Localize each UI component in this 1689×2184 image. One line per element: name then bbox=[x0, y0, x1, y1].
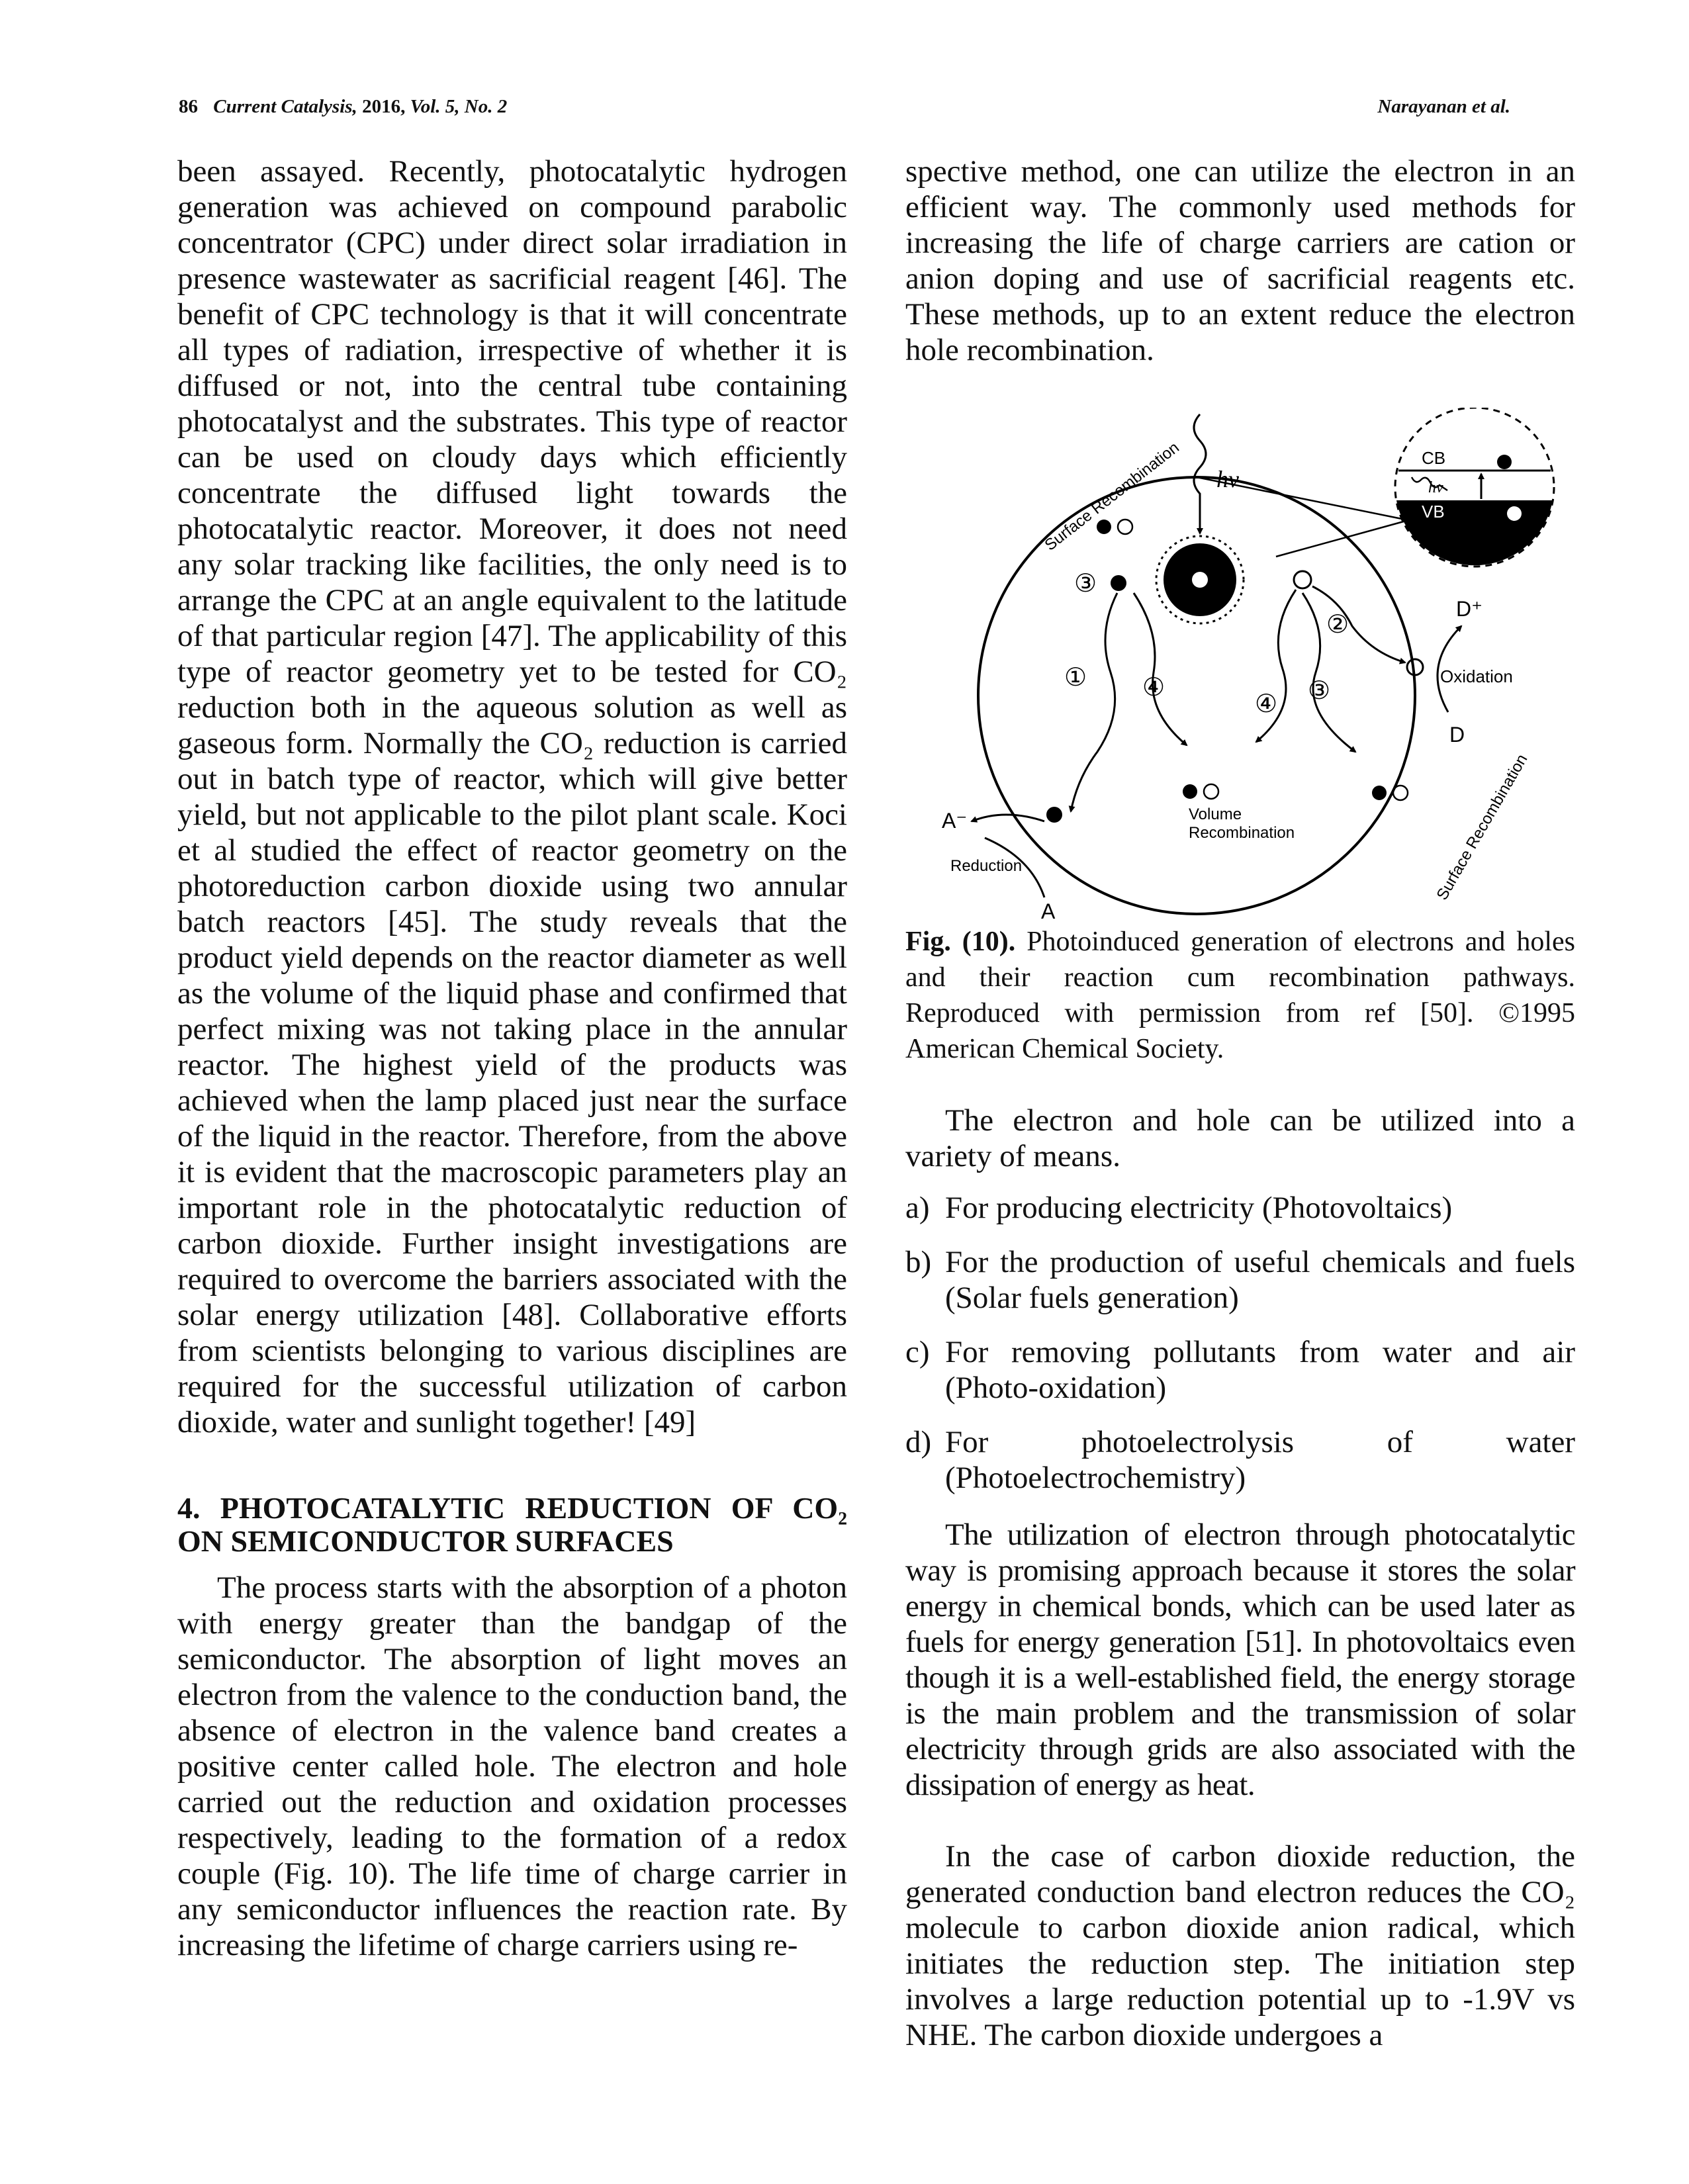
d-plus-label: D⁺ bbox=[1456, 597, 1483, 621]
vb-label: VB bbox=[1422, 502, 1445, 522]
journal-year: 2016, bbox=[362, 96, 406, 117]
list-text: For the production of useful chemicals a… bbox=[945, 1245, 1575, 1315]
figure-10: CB VB hv hv Surface Recombination ③ bbox=[905, 408, 1575, 924]
path-3-right: ③ bbox=[1308, 677, 1330, 705]
path-1: ① bbox=[1064, 664, 1087, 692]
paragraph: The process starts with the absorption o… bbox=[177, 1570, 847, 1962]
path-3-left: ③ bbox=[1074, 570, 1097, 598]
left-column: been assayed. Recently, photocatalytic h… bbox=[177, 154, 847, 1963]
cb-label: CB bbox=[1422, 448, 1445, 468]
oxidation-label: Oxidation bbox=[1440, 666, 1513, 686]
list-label: b) bbox=[905, 1245, 932, 1279]
surface-recombination-bottom-label: Surface Recombination bbox=[1433, 751, 1531, 903]
list-label: a) bbox=[905, 1191, 930, 1225]
paragraph: The utilization of electron through phot… bbox=[905, 1518, 1576, 1802]
band-diagram: CB VB hv bbox=[1394, 408, 1555, 568]
running-header-authors: Narayanan et al. bbox=[1377, 96, 1510, 117]
hv-label: hv bbox=[1216, 466, 1239, 492]
paragraph: spective method, one can utilize the ele… bbox=[905, 154, 1575, 367]
journal-volume: Vol. 5, No. 2 bbox=[410, 96, 508, 117]
photocatalysis-diagram: CB VB hv hv Surface Recombination ③ bbox=[942, 408, 1555, 923]
list-item: a) For producing electricity (Photovoltai… bbox=[905, 1190, 1575, 1226]
volume-label: Volume bbox=[1189, 805, 1242, 823]
figure-caption: Fig. (10). Photoinduced generation of el… bbox=[905, 924, 1575, 1067]
reduction-label: Reduction bbox=[950, 857, 1022, 875]
list-text: For photoelectrolysis of water (Photoele… bbox=[945, 1425, 1575, 1495]
paragraph: been assayed. Recently, photocatalytic h… bbox=[177, 154, 847, 1439]
recombination-label: Recombination bbox=[1189, 824, 1295, 842]
list-text: For removing pollutants from water and a… bbox=[945, 1335, 1575, 1405]
list-label: c) bbox=[905, 1335, 930, 1369]
caption-label: Fig. (10). bbox=[905, 927, 1016, 957]
d-label: D bbox=[1449, 723, 1465, 747]
list-item: c) For removing pollutants from water and… bbox=[905, 1334, 1575, 1406]
paragraph: In the case of carbon dioxide reduction,… bbox=[905, 1839, 1575, 2052]
list-item: d) For photoelectrolysis of water (Photoe… bbox=[905, 1424, 1575, 1496]
right-column: spective method, one can utilize the ele… bbox=[905, 154, 1576, 2053]
utilization-list: a) For producing electricity (Photovoltai… bbox=[905, 1190, 1575, 1496]
a-minus-label: A⁻ bbox=[942, 809, 967, 833]
list-item: b) For the production of useful chemicals… bbox=[905, 1244, 1575, 1316]
incoming-photon-arrow bbox=[1193, 413, 1207, 535]
list-text: For producing electricity (Photovoltaics… bbox=[945, 1191, 1453, 1225]
path-4-right: ④ bbox=[1255, 690, 1277, 718]
section-heading: 4. PHOTOCATALYTIC REDUCTION OF CO₂ ON SE… bbox=[177, 1491, 847, 1558]
caption-text: Photoinduced generation of electrons and… bbox=[905, 927, 1576, 1064]
journal-name: Current Catalysis, bbox=[213, 96, 357, 117]
running-header-left: 86 Current Catalysis, 2016, Vol. 5, No. … bbox=[179, 96, 507, 118]
list-label: d) bbox=[905, 1425, 932, 1459]
page-number: 86 bbox=[179, 96, 198, 117]
a-label: A bbox=[1041, 899, 1056, 923]
paragraph: The electron and hole can be utilized in… bbox=[905, 1103, 1575, 1173]
surface-recombination-top-label: Surface Recombination bbox=[1042, 439, 1183, 555]
